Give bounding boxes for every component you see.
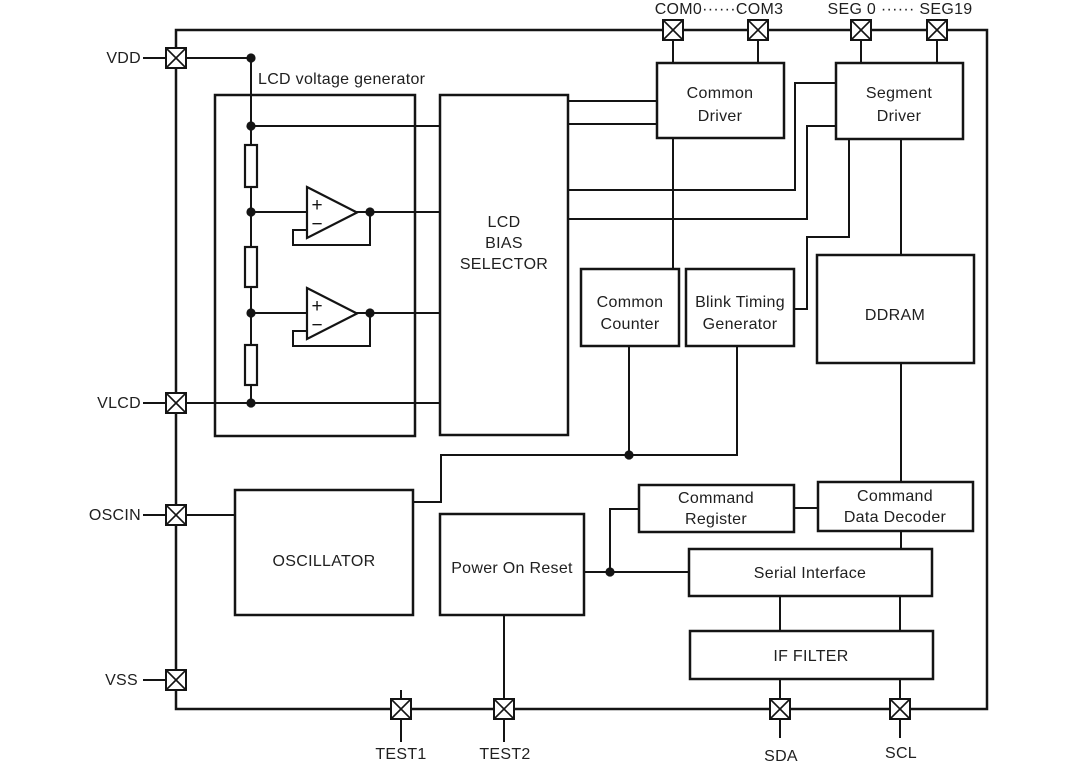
seg-pins-label: SEG 0 ······ SEG19 xyxy=(828,1,973,18)
block-command-data-decoder: Command Data Decoder xyxy=(816,480,975,533)
lcd-bias-selector-box xyxy=(438,93,570,437)
test1-pin-label: TEST1 xyxy=(375,746,426,763)
block-lcd-bias-selector: LCD BIAS SELECTOR xyxy=(438,93,570,437)
command-register-label: Register xyxy=(685,511,747,528)
por-to-command-register xyxy=(609,508,640,573)
junction-opamp1-out xyxy=(365,207,375,217)
command-data-decoder-label: Data Decoder xyxy=(844,509,947,526)
resistor-2 xyxy=(243,245,259,289)
command-register-label: Command xyxy=(678,490,754,507)
bias-to-segment-driver-2 xyxy=(567,125,837,220)
opamp-2-minus-sign: − xyxy=(311,315,322,336)
if-filter-label: IF FILTER xyxy=(773,648,848,665)
ddram-box xyxy=(815,253,976,365)
voltage-divider-resistors xyxy=(243,143,259,387)
vdd-pin-label: VDD xyxy=(106,50,141,67)
serial-interface-label: Serial Interface xyxy=(754,565,866,582)
command-data-decoder-box xyxy=(816,480,975,533)
block-blink-timing-generator: Blink Timing Generator xyxy=(684,267,796,348)
segment-driver-label: Segment xyxy=(866,85,932,102)
pin-oscin xyxy=(165,504,187,526)
opamp-1-plus-sign: + xyxy=(311,195,322,216)
opamp-buffer-2: + − xyxy=(305,286,360,341)
junction-counter-clock xyxy=(624,450,634,460)
opamp-1-triangle xyxy=(305,185,360,240)
oscin-pin-label: OSCIN xyxy=(89,507,141,524)
block-common-counter: Common Counter xyxy=(579,267,681,348)
bias-to-segment-driver-1 xyxy=(567,82,837,191)
opamp-buffer-1: + − xyxy=(305,185,360,240)
pin-com3 xyxy=(747,19,769,41)
chip-border xyxy=(174,28,989,711)
ddram-label: DDRAM xyxy=(865,307,925,324)
block-common-driver: Common Driver xyxy=(655,61,786,140)
vlcd-pin-label: VLCD xyxy=(97,395,141,412)
block-ddram: DDRAM xyxy=(815,253,976,365)
opamp-2-plus-sign: + xyxy=(311,296,322,317)
junction-vdd xyxy=(246,53,256,63)
common-driver-label: Driver xyxy=(698,108,743,125)
segment-driver-box xyxy=(834,61,965,141)
common-counter-label: Common xyxy=(597,294,664,311)
junction-v1 xyxy=(246,121,256,131)
oscillator-to-blink-timing xyxy=(412,345,738,503)
sda-pin-label: SDA xyxy=(764,748,798,764)
pin-vdd xyxy=(165,47,187,69)
power-on-reset-box xyxy=(438,512,586,617)
pin-seg19 xyxy=(926,19,948,41)
segment-driver-label: Driver xyxy=(877,108,922,125)
common-counter-box xyxy=(579,267,681,348)
common-driver-box xyxy=(655,61,786,140)
pin-sda xyxy=(769,698,791,720)
lcd-bias-selector-label: BIAS xyxy=(485,235,523,252)
resistor-1 xyxy=(243,143,259,189)
junction-por-out xyxy=(605,567,615,577)
wires xyxy=(143,39,938,742)
pin-test1 xyxy=(390,698,412,720)
pin-test2 xyxy=(493,698,515,720)
vss-pin-label: VSS xyxy=(105,672,138,689)
com-pins-label: COM0······COM3 xyxy=(655,1,784,18)
pin-com0 xyxy=(662,19,684,41)
blink-timing-generator-box xyxy=(684,267,796,348)
lcd-voltage-generator-caption: LCD voltage generator xyxy=(258,71,426,88)
pin-seg0 xyxy=(850,19,872,41)
opamp-1-minus-sign: − xyxy=(311,214,322,235)
power-on-reset-label: Power On Reset xyxy=(451,560,573,577)
common-driver-label: Common xyxy=(687,85,754,102)
common-counter-label: Counter xyxy=(600,316,659,333)
pin-vss xyxy=(165,669,187,691)
opamp-2-triangle xyxy=(305,286,360,341)
blink-timing-generator-label: Generator xyxy=(703,316,778,333)
opamp2-feedback-wire xyxy=(292,312,371,347)
test2-pin-label: TEST2 xyxy=(479,746,530,763)
pin-vlcd xyxy=(165,392,187,414)
junction-opamp2-out xyxy=(365,308,375,318)
junction-v2 xyxy=(246,207,256,217)
oscillator-label: OSCILLATOR xyxy=(273,553,376,570)
block-oscillator: OSCILLATOR xyxy=(233,488,415,617)
pin-scl xyxy=(889,698,911,720)
block-segment-driver: Segment Driver xyxy=(834,61,965,141)
lcd-bias-selector-label: SELECTOR xyxy=(460,256,548,273)
command-data-decoder-label: Command xyxy=(857,488,933,505)
block-serial-interface: Serial Interface xyxy=(687,547,934,598)
block-command-register: Command Register xyxy=(637,483,796,534)
opamp1-feedback-wire xyxy=(292,211,371,246)
blink-timing-generator-label: Blink Timing xyxy=(695,294,785,311)
segment-driver-to-blink-timing xyxy=(793,138,850,310)
block-power-on-reset: Power On Reset xyxy=(438,512,586,617)
block-if-filter: IF FILTER xyxy=(688,629,935,681)
lcd-bias-selector-label: LCD xyxy=(488,214,521,231)
junction-v3 xyxy=(246,308,256,318)
serial-interface-box xyxy=(687,547,934,598)
scl-pin-label: SCL xyxy=(885,745,917,762)
junction-dots xyxy=(246,53,634,577)
command-register-box xyxy=(637,483,796,534)
resistor-3 xyxy=(243,343,259,387)
oscillator-box xyxy=(233,488,415,617)
if-filter-box xyxy=(688,629,935,681)
junction-vlcd xyxy=(246,398,256,408)
